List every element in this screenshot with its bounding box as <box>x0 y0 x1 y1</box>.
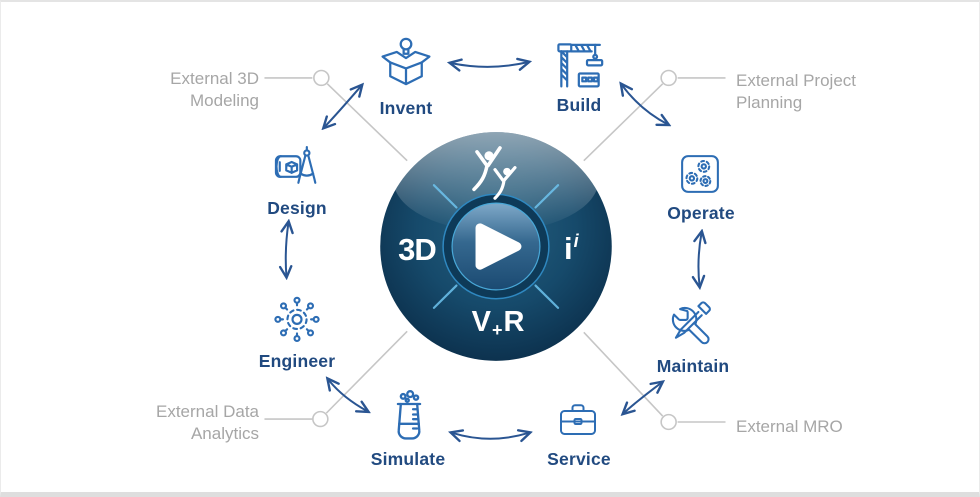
external-label-line: External 3D <box>170 69 259 88</box>
external-label-line: External Data <box>156 402 259 421</box>
connector-node-icon <box>660 69 677 87</box>
build-icon <box>552 35 608 91</box>
engineer-label: Engineer <box>258 351 336 371</box>
compass-plus: + <box>491 320 503 340</box>
external-data-analytics-label: External Data Analytics <box>59 401 259 445</box>
invent-icon <box>379 34 433 92</box>
simulate-label: Simulate <box>370 449 446 469</box>
design-label: Design <box>267 198 327 218</box>
compass-r: R <box>503 306 525 338</box>
compass-logo-icon <box>380 132 612 361</box>
connector-line <box>326 83 408 162</box>
design-icon <box>270 140 322 192</box>
people-icon <box>472 146 517 200</box>
operate-icon <box>674 148 726 200</box>
build-label: Build <box>556 95 602 115</box>
maintain-icon <box>666 298 716 348</box>
arrow-simulate-service <box>452 433 529 439</box>
external-project-planning-label: External Project Planning <box>736 70 936 114</box>
arrow-operate-maintain <box>698 233 701 286</box>
invent-label: Invent <box>379 98 433 118</box>
external-mro-label: External MRO <box>736 416 936 438</box>
compass-v: V <box>471 306 491 338</box>
cycle-arrows <box>286 62 702 439</box>
compass-i-base: i <box>564 231 573 266</box>
simulate-icon <box>381 389 437 447</box>
compass-3d-text: 3D <box>398 232 437 267</box>
compass-i-sup: i <box>573 231 579 251</box>
compass-intelligence-text: ii <box>564 231 579 267</box>
compass-quadrant-ticks <box>432 184 560 309</box>
arrow-design-engineer <box>286 223 289 276</box>
connector-node-icon <box>313 69 330 87</box>
maintain-label: Maintain <box>656 356 730 376</box>
external-label-line: External Project <box>736 71 856 90</box>
service-label: Service <box>547 449 611 469</box>
play-icon <box>475 223 522 270</box>
external-label-line: Modeling <box>190 91 259 110</box>
engineer-icon <box>270 289 324 343</box>
operate-label: Operate <box>667 203 735 223</box>
external-label-line: Analytics <box>190 424 259 443</box>
service-icon <box>553 394 603 442</box>
arrow-engineer-simulate <box>328 380 367 412</box>
external-label-line: Planning <box>736 93 803 112</box>
arrow-build-operate <box>622 85 668 124</box>
connector-node-icon <box>660 413 677 431</box>
external-3d-modeling-label: External 3D Modeling <box>59 68 259 112</box>
arrow-invent-design <box>324 86 361 127</box>
arrow-maintain-service <box>624 383 662 414</box>
arrow-invent-build <box>451 62 528 67</box>
connector-node-icon <box>312 410 329 428</box>
external-label-line: External MRO <box>736 417 843 436</box>
compass-vr-text: V+R <box>455 306 541 340</box>
